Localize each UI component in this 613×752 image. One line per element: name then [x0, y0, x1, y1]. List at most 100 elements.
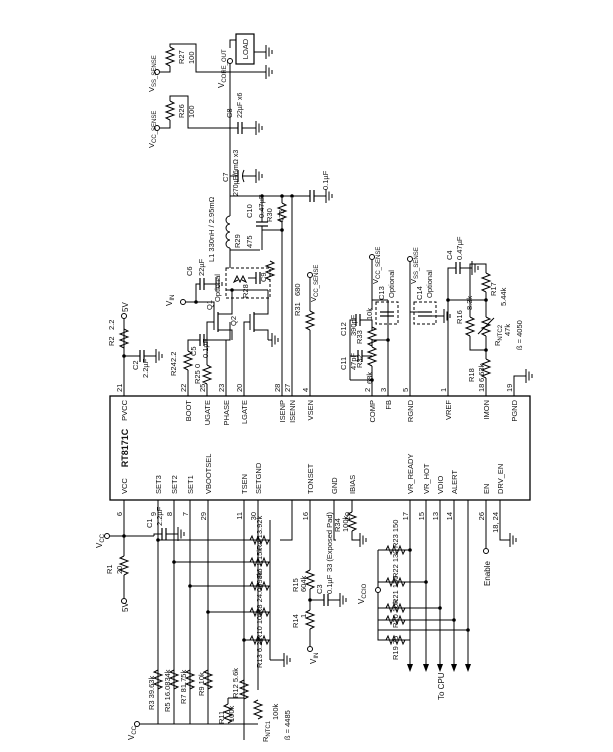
r10-label: R10 10k — [255, 612, 264, 640]
l1-label: L1 330nH / 2.95mΩ — [207, 196, 216, 262]
vccio-label: VCCIO — [357, 583, 368, 604]
enable-label: Enable — [483, 561, 492, 586]
top-pin-name: RGND — [406, 399, 415, 422]
c1-val: 2.2µF — [155, 506, 164, 526]
bottom-pin-name: DRV_EN — [496, 464, 505, 494]
top-pin-name: PHASE — [222, 400, 231, 425]
rntc2-label: RNTC2 — [493, 324, 504, 346]
c6-ref: C6 — [185, 266, 194, 276]
vss-sense-left-label: VSS_SENSE — [147, 55, 158, 92]
r30-val: 475 — [277, 209, 286, 222]
top-pin-number: 19 — [505, 384, 514, 392]
r9-label: R9 10k — [197, 672, 206, 696]
vcc-bottom-label: VCC — [127, 725, 138, 740]
top-pin-group: 21PVCC22BOOT25UGATE23PHASE20LGATE28ISENP… — [115, 384, 519, 426]
r2-ref: R2 — [107, 336, 116, 346]
r1-val: 20 — [115, 566, 124, 574]
bottom-pin-name: VBOOTSEL — [204, 454, 213, 494]
bottom-pin-number: 16 — [301, 512, 310, 520]
q2-mosfet: Q2 — [229, 290, 279, 396]
top-pin-number: 25 — [198, 384, 207, 392]
r29-val: 475 — [245, 235, 254, 248]
r27-val: 100 — [187, 51, 196, 64]
config-network: VCC C1 2.2µF 5V R1 20 — [95, 500, 517, 742]
r25-val: 0 — [193, 364, 202, 368]
beta1-label: ß = 4485 — [283, 710, 292, 740]
top-pin-name: PVCC — [120, 399, 129, 420]
top-pin-name: ISENP — [278, 400, 287, 423]
top-pin-number: 20 — [235, 384, 244, 392]
c-01uf-val: 0.1µF — [321, 170, 330, 190]
c7-ref: C7 — [221, 172, 230, 182]
r2-val: 2.2 — [107, 320, 116, 330]
rntc1-val: 100k — [271, 703, 280, 720]
top-pin-number: 2 — [363, 388, 372, 392]
top-pin-name: FB — [384, 400, 393, 410]
r5-label: R5 16.0834k — [163, 669, 172, 712]
r3-label: R3 39.63k — [147, 676, 156, 710]
c7-val: 270µF/6mΩ x3 — [233, 150, 240, 196]
top-pin-name: BOOT — [184, 400, 193, 422]
bottom-pin-number: 15 — [417, 512, 426, 520]
c5-ref: C5 — [189, 346, 198, 356]
bottom-pin-name: SETGND — [254, 462, 263, 494]
c2-val: 2.2µF — [141, 358, 150, 378]
bottom-pin-number: 10 — [343, 512, 352, 520]
top-pin-name: LGATE — [240, 400, 249, 424]
bottom-pin-name: GND — [330, 477, 339, 494]
top-pin-number: 5 — [401, 388, 410, 392]
r11-val: 100k — [227, 705, 236, 722]
bottom-pin-name: SET3 — [154, 475, 163, 494]
r30-ref: R30 — [265, 208, 274, 222]
r15-ref: R15 — [291, 578, 300, 592]
r18-val: 6.63k — [477, 363, 486, 382]
bottom-pin-number: 8 — [165, 512, 174, 516]
top-pin-name: UGATE — [203, 400, 212, 425]
q1-mosfet: Q1 — [205, 300, 233, 340]
optional-label-c14: Optional — [425, 270, 434, 298]
to-cpu-label: To CPU — [437, 672, 446, 700]
r12-label: R12 5.6k — [231, 668, 240, 698]
bottom-pin-number: 29 — [199, 512, 208, 520]
r6-label: R6 1.15k — [255, 548, 264, 578]
bottom-pin-name: TONSET — [306, 463, 315, 494]
bottom-pin-name: TSEN — [240, 474, 249, 494]
r34-ref: R34 — [333, 518, 342, 532]
vin-top-label: VIN — [165, 295, 176, 306]
bottom-pin-number: 33 (Exposed Pad) — [325, 512, 334, 573]
c12-val: 390pF — [349, 314, 358, 336]
c1-ref: C1 — [145, 518, 154, 528]
r21-label: R21 130 — [391, 576, 400, 604]
vcc-sense-left-label: VCC_SENSE — [147, 111, 158, 148]
r34-val: 100k — [341, 515, 350, 532]
bottom-pin-number: 14 — [445, 512, 454, 520]
q1-ref: Q1 — [205, 300, 214, 310]
bottom-pin-number: 17 — [401, 512, 410, 520]
r27-ref: R27 — [177, 50, 186, 64]
c3-val: 0.1µF — [325, 574, 334, 594]
top-pin-number: 1 — [439, 388, 448, 392]
bottom-pin-name: VCC — [120, 478, 129, 494]
r17-val: 5.44k — [499, 287, 508, 306]
c4-val: 0.47µF — [455, 236, 464, 260]
r33-ref: R33 — [355, 330, 364, 344]
rntc1-label: RNTC1 — [261, 720, 272, 742]
r23-label: R23 150 — [391, 520, 400, 548]
bottom-pin-name: SET2 — [170, 475, 179, 494]
top-pin-number: 23 — [217, 384, 226, 392]
c8-val: 22µF x6 — [237, 92, 244, 118]
top-pin-number: 27 — [283, 384, 292, 392]
bottom-pin-number: 26 — [477, 512, 486, 520]
r1-ref: R1 — [105, 564, 114, 574]
c2-ref: C2 — [131, 360, 140, 370]
c3-ref: C3 — [315, 584, 324, 594]
bottom-pin-number: 7 — [181, 512, 190, 516]
bottom-pin-number: 6 — [115, 512, 124, 516]
c6-val: 22µF — [197, 258, 206, 276]
c14-ref: C14 — [415, 286, 424, 300]
c11-ref: C11 — [339, 357, 348, 370]
top-pin-number: 4 — [301, 388, 310, 392]
r25-ref: R25 — [193, 370, 202, 384]
label-5v-bottom: 5V — [121, 602, 130, 612]
